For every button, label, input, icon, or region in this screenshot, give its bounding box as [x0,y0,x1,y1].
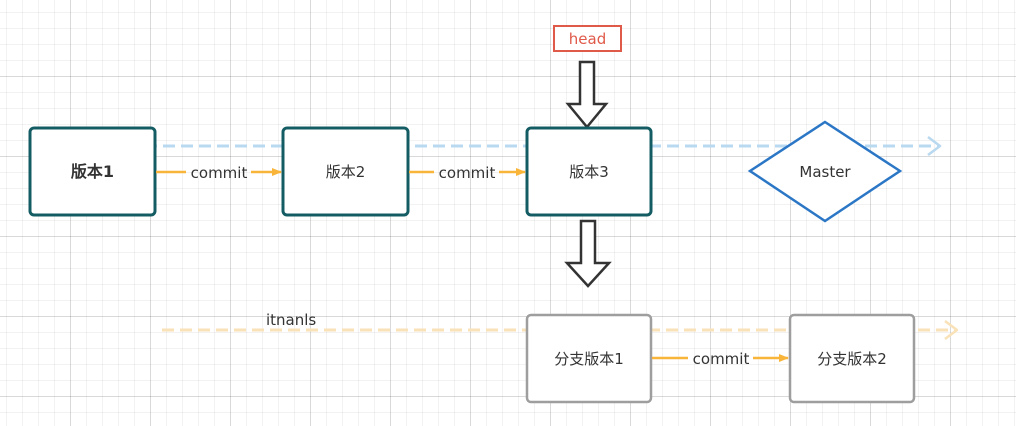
node-version-1-label: 版本1 [70,162,114,181]
node-branch-version-2[interactable]: 分支版本2 [788,313,916,404]
node-branch-version-2-label: 分支版本2 [817,350,887,368]
branch-down-arrow [564,219,612,288]
node-master[interactable]: Master [747,120,903,223]
node-version-2-label: 版本2 [326,163,366,181]
commit-edge-2: commit [409,164,526,182]
commit-edge-3-label: commit [693,350,750,368]
head-down-arrow [565,60,609,129]
node-version-1[interactable]: 版本1 [28,126,157,217]
head-box [553,25,622,52]
commit-edge-2-label: commit [439,164,496,182]
head-label: head [569,30,606,48]
node-master-label: Master [799,163,851,181]
node-branch-version-1-label: 分支版本1 [554,350,624,368]
node-version-2[interactable]: 版本2 [281,126,410,217]
commit-edge-3: commit [652,350,789,368]
head-pointer: head [553,25,622,52]
node-version-3-label: 版本3 [569,163,609,181]
node-branch-version-1[interactable]: 分支版本1 [525,313,653,404]
commit-edge-1: commit [156,164,282,182]
node-version-3[interactable]: 版本3 [525,126,653,217]
commit-edge-1-label: commit [191,164,248,182]
branch-line-label: itnanls [266,311,316,329]
